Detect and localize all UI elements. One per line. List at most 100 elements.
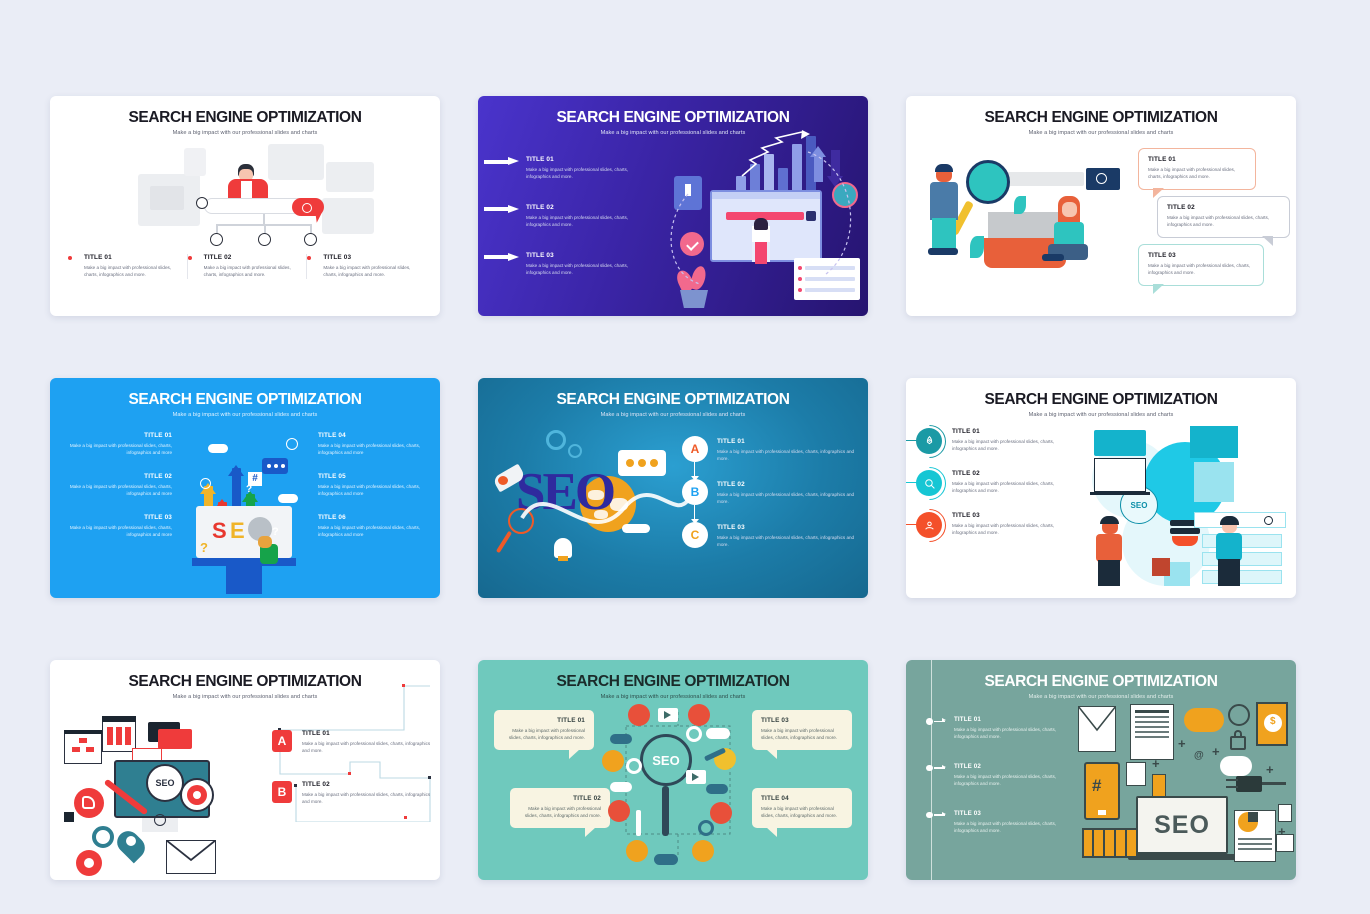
bubble-tail-icon [1153, 187, 1164, 198]
item-body: Make a big impact with professional slid… [761, 806, 838, 819]
slide-9[interactable]: SEARCH ENGINE OPTIMIZATION Make a big im… [906, 660, 1296, 880]
page-title: SEARCH ENGINE OPTIMIZATION [556, 391, 790, 408]
item-heading: TITLE 02 [952, 470, 980, 477]
arrow-right-icon [484, 157, 520, 166]
envelope-icon [602, 750, 624, 772]
chat-icon [1220, 756, 1252, 776]
speech-bubble[interactable]: TITLE 03 Make a big impact with professi… [1138, 243, 1264, 294]
item-body: Make a big impact with professional slid… [318, 443, 421, 456]
search-icon [292, 198, 324, 216]
item-heading: TITLE 01 [717, 438, 745, 445]
list-item[interactable]: TITLE 03 Make a big impact with professi… [307, 254, 426, 279]
timeline-marker-icon [924, 764, 950, 772]
item-body: Make a big impact with professional slid… [717, 491, 855, 505]
item-heading: TITLE 01 [526, 156, 554, 163]
up-down-arrows-graphic [810, 146, 848, 192]
item-heading: TITLE 03 [1148, 251, 1176, 259]
list-item[interactable]: TITLE 05 Make a big impact with professi… [318, 473, 426, 498]
slide-4-right-list: TITLE 04 Make a big impact with professi… [318, 432, 426, 555]
speech-bubble[interactable]: TITLE 04 Make a big impact with professi… [752, 788, 852, 837]
list-item[interactable]: TITLE 02 Make a big impact with professi… [187, 254, 308, 279]
list-item[interactable]: TITLE 01 Make a big impact with professi… [68, 254, 188, 279]
item-heading: TITLE 02 [203, 254, 232, 261]
box-icon [1276, 834, 1294, 852]
speech-bubble[interactable]: TITLE 03 Make a big impact with professi… [752, 710, 852, 759]
page-subtitle: Make a big impact with our professional … [600, 694, 746, 700]
item-heading: TITLE 01 [302, 730, 330, 737]
item-heading: TITLE 02 [144, 472, 172, 480]
slide-2[interactable]: SEARCH ENGINE OPTIMIZATION Make a big im… [478, 96, 868, 316]
list-item[interactable]: TITLE 02 Make a big impact with professi… [64, 473, 172, 498]
gear-icon [698, 820, 714, 836]
slide-9-list: TITLE 01 Make a big impact with professi… [924, 716, 1072, 857]
bubble-tail-icon [1262, 235, 1273, 246]
book-icon [628, 704, 650, 726]
page-title: SEARCH ENGINE OPTIMIZATION [556, 673, 790, 690]
item-body: Make a big impact with professional slid… [84, 265, 172, 278]
item-heading: TITLE 02 [573, 795, 601, 802]
item-body: Make a big impact with professional slid… [323, 265, 411, 278]
list-item[interactable]: A TITLE 01 Make a big impact with profes… [682, 436, 858, 481]
slide-2-header: SEARCH ENGINE OPTIMIZATION Make a big im… [478, 109, 868, 136]
item-body: Make a big impact with professional slid… [1148, 167, 1236, 180]
speech-bubble-icon [1184, 708, 1224, 732]
speech-bubble[interactable]: TITLE 01 Make a big impact with professi… [494, 710, 594, 759]
list-item[interactable]: TITLE 01 Make a big impact with professi… [484, 156, 634, 181]
connector-arrow-icon [690, 504, 701, 524]
list-item[interactable]: B TITLE 02 Make a big impact with profes… [682, 478, 858, 524]
badge-b: B [682, 478, 708, 505]
list-item[interactable]: TITLE 03 Make a big impact with professi… [906, 501, 1066, 549]
item-body: Make a big impact with professional slid… [717, 449, 855, 462]
target-icon [626, 840, 648, 862]
browser-window-graphic [710, 190, 822, 264]
list-item[interactable]: TITLE 01 Make a big impact with professi… [924, 716, 1072, 741]
arrow-right-icon [484, 252, 520, 262]
list-item[interactable]: TITLE 01 Make a big impact with professi… [906, 417, 1066, 465]
slide-4[interactable]: SEARCH ENGINE OPTIMIZATION Make a big im… [50, 378, 440, 598]
cloud-icon [706, 784, 728, 794]
speech-bubble[interactable]: TITLE 02 Make a big impact with professi… [510, 788, 610, 837]
list-item[interactable]: TITLE 04 Make a big impact with professi… [318, 432, 426, 457]
list-item[interactable]: B TITLE 02 Make a big impact with profes… [272, 780, 432, 806]
list-item[interactable]: TITLE 01 Make a big impact with professi… [64, 432, 172, 457]
slide-1[interactable]: SEARCH ENGINE OPTIMIZATION Make a big im… [50, 96, 440, 316]
item-heading: TITLE 03 [954, 809, 981, 817]
page-subtitle: Make a big impact with our professional … [600, 130, 746, 136]
lock-icon [1230, 736, 1246, 750]
slide-7[interactable]: SEARCH ENGINE OPTIMIZATION Make a big im… [50, 660, 440, 880]
speech-bubble[interactable]: TITLE 02 Make a big impact with professi… [1157, 195, 1290, 246]
list-item[interactable]: TITLE 02 Make a big impact with professi… [906, 459, 1066, 507]
item-body: Make a big impact with professional slid… [302, 791, 431, 805]
item-body: Make a big impact with professional slid… [302, 741, 431, 754]
item-heading: TITLE 04 [761, 795, 789, 802]
slide-3[interactable]: SEARCH ENGINE OPTIMIZATION Make a big im… [906, 96, 1296, 316]
item-heading: TITLE 03 [144, 513, 172, 521]
rocket-icon [906, 417, 953, 465]
slide-5[interactable]: SEARCH ENGINE OPTIMIZATION Make a big im… [478, 378, 868, 598]
slide-6-header: SEARCH ENGINE OPTIMIZATION Make a big im… [906, 391, 1296, 418]
list-item[interactable]: TITLE 02 Make a big impact with professi… [924, 763, 1072, 788]
item-body: Make a big impact with professional slid… [1167, 214, 1270, 228]
seo-badge: SEO [146, 764, 184, 802]
item-heading: TITLE 02 [954, 762, 981, 770]
item-heading: TITLE 03 [323, 254, 352, 261]
item-body: Make a big impact with professional slid… [952, 481, 1055, 494]
slide-6[interactable]: SEARCH ENGINE OPTIMIZATION Make a big im… [906, 378, 1296, 598]
item-heading: TITLE 03 [761, 717, 789, 724]
slide-1-illustration [138, 142, 374, 247]
bullet-dot-icon [187, 256, 192, 260]
list-item[interactable]: A TITLE 01 Make a big impact with profes… [272, 730, 432, 755]
speech-bubble[interactable]: TITLE 01 Make a big impact with professi… [1138, 148, 1256, 198]
list-item[interactable]: TITLE 03 Make a big impact with professi… [484, 252, 634, 277]
list-item[interactable]: TITLE 03 Make a big impact with professi… [64, 514, 172, 539]
list-item[interactable]: TITLE 06 Make a big impact with professi… [318, 514, 426, 539]
list-item[interactable]: TITLE 03 Make a big impact with professi… [924, 810, 1072, 835]
list-item[interactable]: C TITLE 03 Make a big impact with profes… [682, 521, 858, 549]
item-heading: TITLE 03 [526, 251, 554, 259]
page-subtitle: Make a big impact with our professional … [172, 694, 318, 700]
search-field-graphic [726, 212, 804, 220]
slide-8[interactable]: SEARCH ENGINE OPTIMIZATION Make a big im… [478, 660, 868, 880]
page-title: SEARCH ENGINE OPTIMIZATION [984, 109, 1218, 126]
item-body: Make a big impact with professional slid… [69, 443, 172, 456]
list-item[interactable]: TITLE 02 Make a big impact with professi… [484, 204, 634, 229]
